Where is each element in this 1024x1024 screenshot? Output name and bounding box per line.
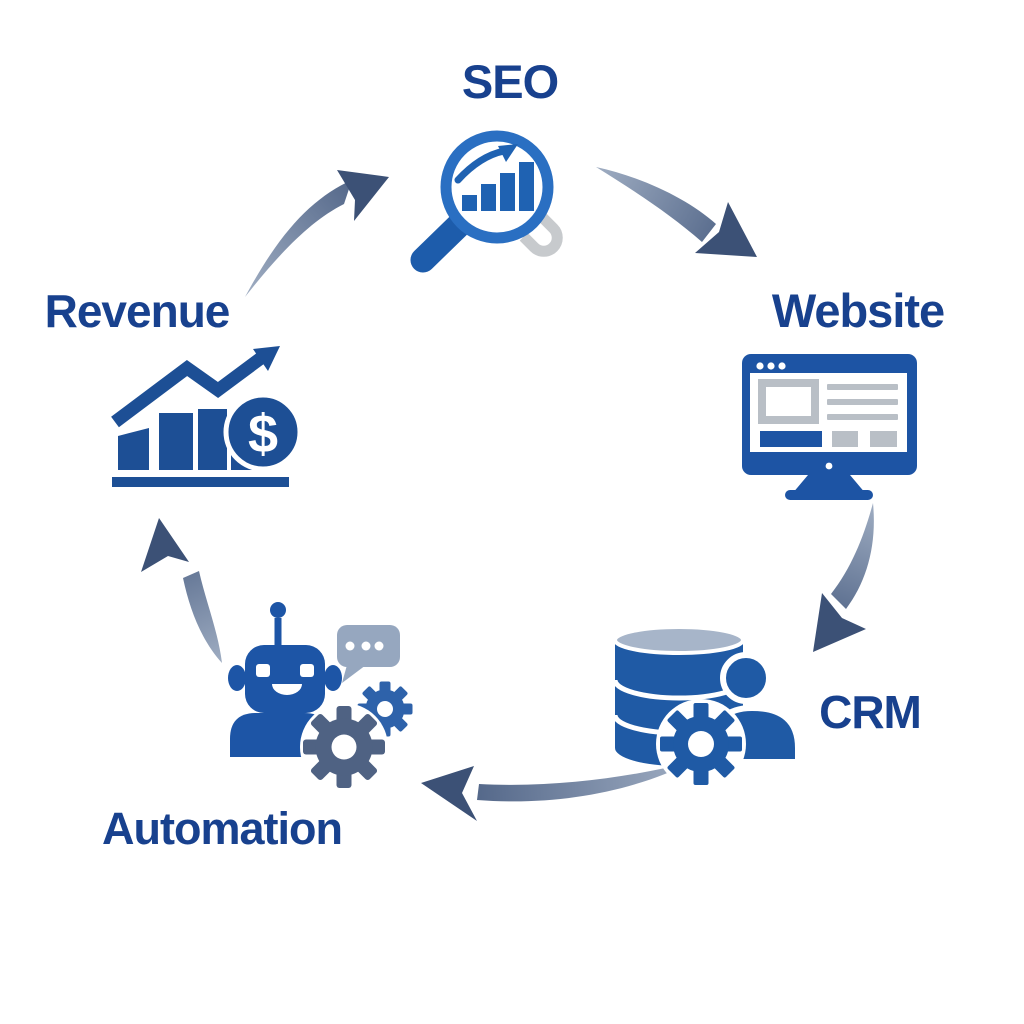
crm-label: CRM bbox=[819, 686, 922, 738]
arrow-seo-to-website bbox=[596, 167, 757, 257]
monitor-base bbox=[785, 490, 873, 500]
page-footer-blocks bbox=[832, 431, 897, 447]
gear-large-icon bbox=[300, 703, 388, 791]
revenue-icon: $ bbox=[111, 346, 303, 487]
chat-bubble-icon bbox=[337, 625, 400, 683]
monitor-power-dot bbox=[825, 462, 833, 470]
arrow-website-to-crm bbox=[813, 503, 874, 652]
automation-icon bbox=[228, 602, 415, 791]
dollar-coin-icon: $ bbox=[223, 392, 303, 472]
arrow-crm-to-automation bbox=[421, 762, 692, 821]
seo-growth-bars bbox=[462, 162, 534, 211]
dollar-symbol: $ bbox=[248, 404, 278, 464]
page-image-placeholder bbox=[758, 379, 819, 424]
seo-icon bbox=[410, 130, 563, 273]
arrow-revenue-to-seo bbox=[245, 170, 389, 297]
page-text-lines bbox=[827, 384, 898, 420]
page-button bbox=[760, 431, 822, 447]
arrow-automation-to-revenue bbox=[141, 518, 222, 663]
revenue-baseline bbox=[112, 477, 289, 487]
revenue-trend-arrow-icon bbox=[111, 346, 280, 428]
magnifier-lens bbox=[440, 130, 554, 244]
gear-icon bbox=[656, 699, 746, 789]
website-icon bbox=[742, 354, 917, 500]
browser-dots-icon bbox=[756, 362, 786, 370]
crm-icon bbox=[612, 625, 801, 789]
seo-trend-arrow-icon bbox=[454, 144, 518, 184]
monitor-neck bbox=[792, 475, 866, 494]
website-label: Website bbox=[771, 284, 945, 337]
revenue-label: Revenue bbox=[44, 285, 231, 337]
seo-label: SEO bbox=[461, 55, 559, 108]
magnifier-handle bbox=[410, 211, 473, 273]
automation-label: Automation bbox=[102, 803, 343, 854]
